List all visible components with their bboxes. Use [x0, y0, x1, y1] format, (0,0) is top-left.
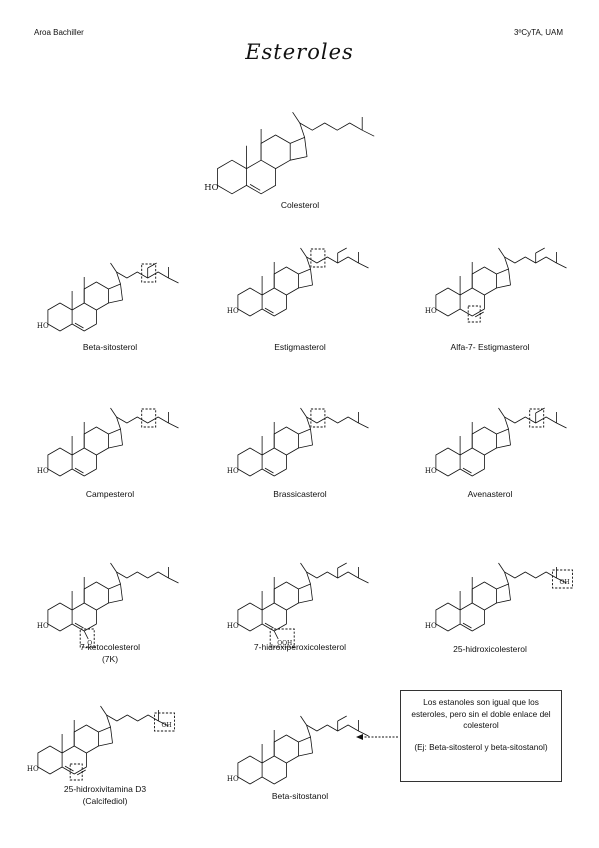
- campesterol-structure: HO: [37, 407, 179, 477]
- highlight-box: [269, 628, 295, 648]
- hydroxyl-label-ho: HO: [227, 307, 239, 315]
- hydroxyl-label-oh: OH: [162, 722, 172, 729]
- hydroxyl-label-oh: OH: [560, 579, 570, 586]
- label-7-hidroxiperoxicolesterol: 7-hidroxiperoxicolesterol: [253, 642, 347, 652]
- label-7-ketocolesterol: 7-ketocolesterol: [79, 642, 140, 652]
- course-name: 3ºCyTA, UAM: [514, 28, 563, 37]
- hydroxyl-label-ho: HO: [425, 622, 437, 630]
- highlight-box: [310, 408, 326, 428]
- label-avenasterol: Avenasterol: [467, 489, 513, 499]
- page-title: Esteroles: [245, 40, 354, 64]
- 7-hidroxiperoxicolesterol-structure: HO OOH: [227, 562, 369, 648]
- 25-hidroxivitamina-d3-structure: HO OH: [27, 705, 175, 781]
- highlight-box: [141, 263, 157, 283]
- hydroxyl-label-ho: HO: [425, 307, 437, 315]
- note-example: (Ej: Beta-sitosterol y beta-sitostanol): [414, 741, 548, 752]
- hydroxyl-label-ho: HO: [37, 467, 49, 475]
- colesterol-structure: HO: [204, 111, 375, 195]
- label-brassicasterol: Brassicasterol: [273, 489, 327, 499]
- avenasterol-structure: HO: [425, 407, 567, 477]
- label-calcifediol: (Calcifediol): [82, 796, 128, 806]
- substituent-label: O: [87, 640, 92, 647]
- label-campesterol: Campesterol: [85, 489, 135, 499]
- hydroxyl-label-ho: HO: [227, 622, 239, 630]
- author-name: Aroa Bachiller: [34, 28, 84, 37]
- note-text: Los estanoles son igual que los esterole…: [411, 697, 551, 730]
- 25-hidroxicolesterol-structure: HO OH: [425, 562, 573, 632]
- highlight-box: [141, 408, 157, 428]
- label-beta-sitosterol: Beta-sitosterol: [82, 342, 138, 352]
- hydroxyl-label-ho: HO: [227, 775, 239, 783]
- stanol-note-box: Los estanoles son igual que los esterole…: [400, 690, 562, 782]
- label-beta-sitostanol: Beta-sitostanol: [271, 791, 329, 801]
- hydroxyl-label-ho: HO: [204, 182, 218, 192]
- hydroxyl-label-ho: HO: [425, 467, 437, 475]
- estigmasterol-structure: HO: [227, 247, 369, 317]
- 7-ketocolesterol-structure: HO O: [37, 562, 179, 648]
- label-25-hidroxivitamina-d3: 25-hidroxivitamina D3: [63, 784, 147, 794]
- label-estigmasterol: Estigmasterol: [274, 342, 326, 352]
- label-25-hidroxicolesterol: 25-hidroxicolesterol: [453, 644, 527, 654]
- hydroxyl-label-ho: HO: [37, 322, 49, 330]
- hydroxyl-label-ho: HO: [27, 765, 39, 773]
- highlight-box: [79, 628, 95, 648]
- brassicasterol-structure: HO: [227, 407, 369, 477]
- highlight-box: [310, 248, 326, 268]
- beta-sitostanol-structure: HO: [227, 715, 369, 785]
- highlight-box: [69, 763, 83, 781]
- label-colesterol: Colesterol: [280, 200, 320, 210]
- highlight-box: [467, 305, 481, 323]
- hydroxyl-label-ho: HO: [37, 622, 49, 630]
- alfa7-estigmasterol-structure: HO: [425, 247, 567, 323]
- beta-sitosterol-structure: HO: [37, 262, 179, 332]
- label-alfa7-estigmasterol: Alfa-7- Estigmasterol: [450, 342, 530, 352]
- hydroxyl-label-ho: HO: [227, 467, 239, 475]
- label-7k: (7K): [101, 654, 119, 664]
- highlight-box: [529, 408, 545, 428]
- substituent-label: OOH: [277, 640, 292, 647]
- note-arrow: [356, 734, 398, 740]
